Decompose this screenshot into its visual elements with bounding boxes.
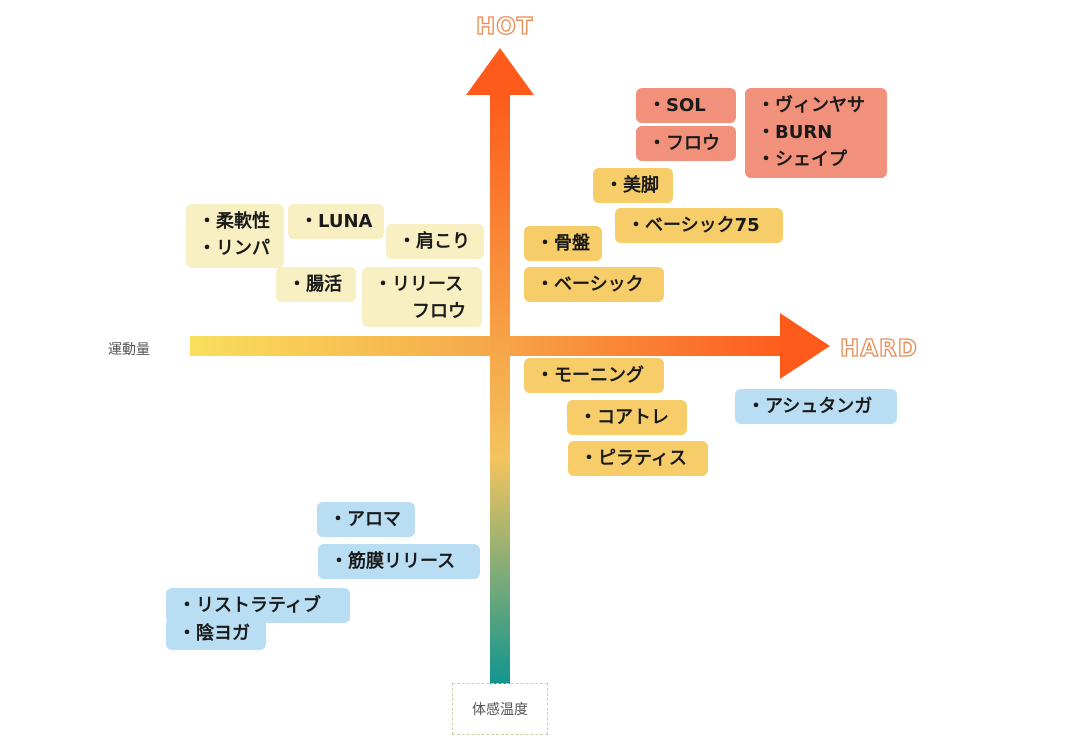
tag-release-flow-line2: フロウ [412,301,466,322]
tag-luna: ・LUNA [288,204,384,239]
tag-shape: ・シェイプ [757,149,847,170]
tag-restorative: ・リストラティブ [178,595,321,616]
tag-sol: ・SOL [636,88,736,123]
tag-ashtanga: ・アシュタンガ [735,389,897,424]
hot-label: HOT [475,14,534,40]
vertical-axis-arrowhead [466,48,534,95]
tag-linpa: ・リンパ [198,238,270,259]
tag-bikyaku: ・美脚 [593,168,673,203]
tag-basic: ・ベーシック [524,267,664,302]
tag-fascia: ・筋膜リリース [318,544,480,579]
tag-basic75: ・ベーシック75 [615,208,783,243]
tag-release-flow: ・リリース フロウ [362,267,482,327]
tag-pilates: ・ピラティス [568,441,708,476]
tag-release-flow-line1: ・リリース [374,274,464,295]
horizontal-axis-arrowhead [780,313,830,379]
tag-juunan: ・柔軟性 [198,211,270,232]
hard-label: HARD [839,336,918,362]
tag-restorative-inyoga: ・リストラティブ [166,588,350,623]
tag-vinyasa-burn-shape: ・ヴィンヤサ ・BURN ・シェイプ [745,88,887,178]
y-axis-label: 体感温度 [452,683,548,735]
vertical-axis-shaft [490,90,510,684]
tag-inyoga: ・陰ヨガ [166,618,266,650]
tag-flow: ・フロウ [636,126,736,161]
tag-kotsuban: ・骨盤 [524,226,602,261]
tag-morning: ・モーニング [524,358,664,393]
tag-coretore: ・コアトレ [567,400,687,435]
tag-katakori: ・肩こり [386,224,484,259]
tag-burn: ・BURN [757,122,833,143]
tag-juunan-linpa: ・柔軟性 ・リンパ [186,204,284,268]
tag-vinyasa: ・ヴィンヤサ [757,95,865,116]
tag-choukatsu: ・腸活 [276,267,356,302]
x-axis-label: 運動量 [108,342,150,358]
tag-aroma: ・アロマ [317,502,415,537]
